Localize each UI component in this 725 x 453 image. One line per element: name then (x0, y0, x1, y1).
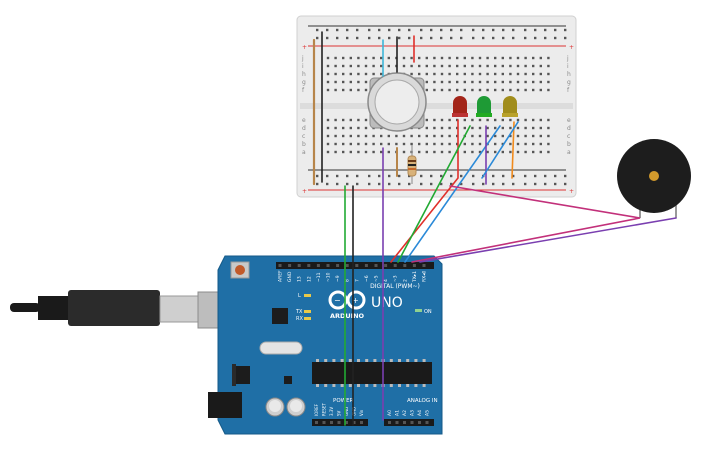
wire-purple-led2 (481, 121, 519, 179)
model-label: UNO (371, 295, 403, 311)
piezo-buzzer[interactable] (617, 139, 691, 218)
rail-plus-top: + (569, 44, 574, 51)
rail-plus-top-left: + (302, 44, 307, 51)
analog-pin-label: A5 (425, 410, 431, 416)
on-label: ON (424, 309, 432, 315)
row-letter: g (567, 79, 571, 86)
digital-pin-label: 2 (402, 279, 408, 282)
digital-pin-label: 7 (354, 279, 360, 282)
digital-pin-label: ~9 (335, 275, 341, 282)
l-label: L (298, 293, 301, 299)
row-letter: i (302, 63, 304, 70)
analog-pin-label: A4 (417, 410, 423, 416)
svg-text:+: + (352, 296, 359, 305)
power-pin-label: GND (344, 407, 349, 416)
digital-label: DIGITAL (PWM~) (370, 283, 420, 290)
power-pin-label: Vin (359, 409, 364, 416)
digital-pin-label: ~5 (374, 275, 380, 282)
power-pin-label: 5V (337, 410, 342, 416)
row-letter: e (567, 117, 571, 124)
row-letter: e (302, 117, 306, 124)
digital-pin-label: ~6 (364, 275, 370, 282)
row-letter: c (302, 133, 305, 140)
row-letter: j (301, 55, 304, 62)
resistor[interactable] (407, 145, 417, 184)
row-letter: b (567, 141, 571, 148)
digital-pin-label: ~10 (326, 272, 332, 282)
analog-pin-label: A0 (387, 410, 393, 416)
wires (312, 31, 677, 426)
red-led[interactable] (452, 96, 468, 117)
rx-label: RX (296, 316, 303, 322)
power-pin-label: GND (352, 407, 357, 416)
usb-cable (10, 290, 245, 329)
row-letter: j (566, 55, 569, 62)
row-letter: h (302, 71, 306, 78)
brand-label: ARDUINO (330, 312, 365, 320)
power-pin-label: RESET (322, 403, 327, 416)
digital-pin-label: GND (287, 271, 293, 282)
analog-pin-label: A3 (410, 410, 416, 416)
wire-blue-led (404, 125, 501, 263)
wire-orange-led (511, 121, 515, 179)
row-letter: f (567, 87, 570, 94)
digital-pin-label: RX◂0 (422, 271, 428, 282)
digital-pin-label: ~3 (393, 275, 399, 282)
row-letter: a (567, 149, 571, 156)
row-letter: g (302, 79, 306, 86)
digital-pin-label: ~11 (316, 272, 322, 282)
row-letter: f (302, 87, 305, 94)
row-letter: d (302, 125, 306, 132)
digital-pin-label: 8 (345, 279, 351, 282)
svg-text:−: − (334, 296, 341, 305)
wire-green-led (397, 125, 471, 263)
tx-label: TX (295, 309, 303, 315)
row-letter: d (567, 125, 571, 132)
row-letter: c (567, 133, 570, 140)
power-pin-label: IOREF (314, 403, 319, 416)
yellow-led[interactable] (502, 96, 518, 117)
digital-pin-label: TX▸1 (412, 271, 418, 283)
arduino-logo: − + (328, 290, 366, 310)
digital-pin-label: 12 (306, 276, 312, 282)
digital-pin-label: AREF (278, 270, 284, 282)
digital-pin-label: 13 (297, 276, 303, 282)
rail-plus-bottom: + (569, 188, 574, 195)
row-letter: b (302, 141, 306, 148)
analog-pin-label: A1 (395, 410, 401, 416)
green-led[interactable] (476, 96, 492, 117)
row-letter: i (567, 63, 569, 70)
power-pin-label: 3.3V (329, 407, 334, 416)
row-letter: h (567, 71, 571, 78)
wire-magenta-buzzer (411, 185, 641, 263)
digital-pin-label: 4 (383, 279, 389, 282)
wire-purple-buzzer (419, 217, 677, 263)
rail-plus-bottom-left: + (302, 188, 307, 195)
analog-pin-label: A2 (402, 410, 408, 416)
row-letter: a (302, 149, 306, 156)
power-label: POWER (333, 398, 354, 404)
analog-label: ANALOG IN (407, 398, 438, 404)
gas-sensor[interactable] (367, 72, 427, 132)
